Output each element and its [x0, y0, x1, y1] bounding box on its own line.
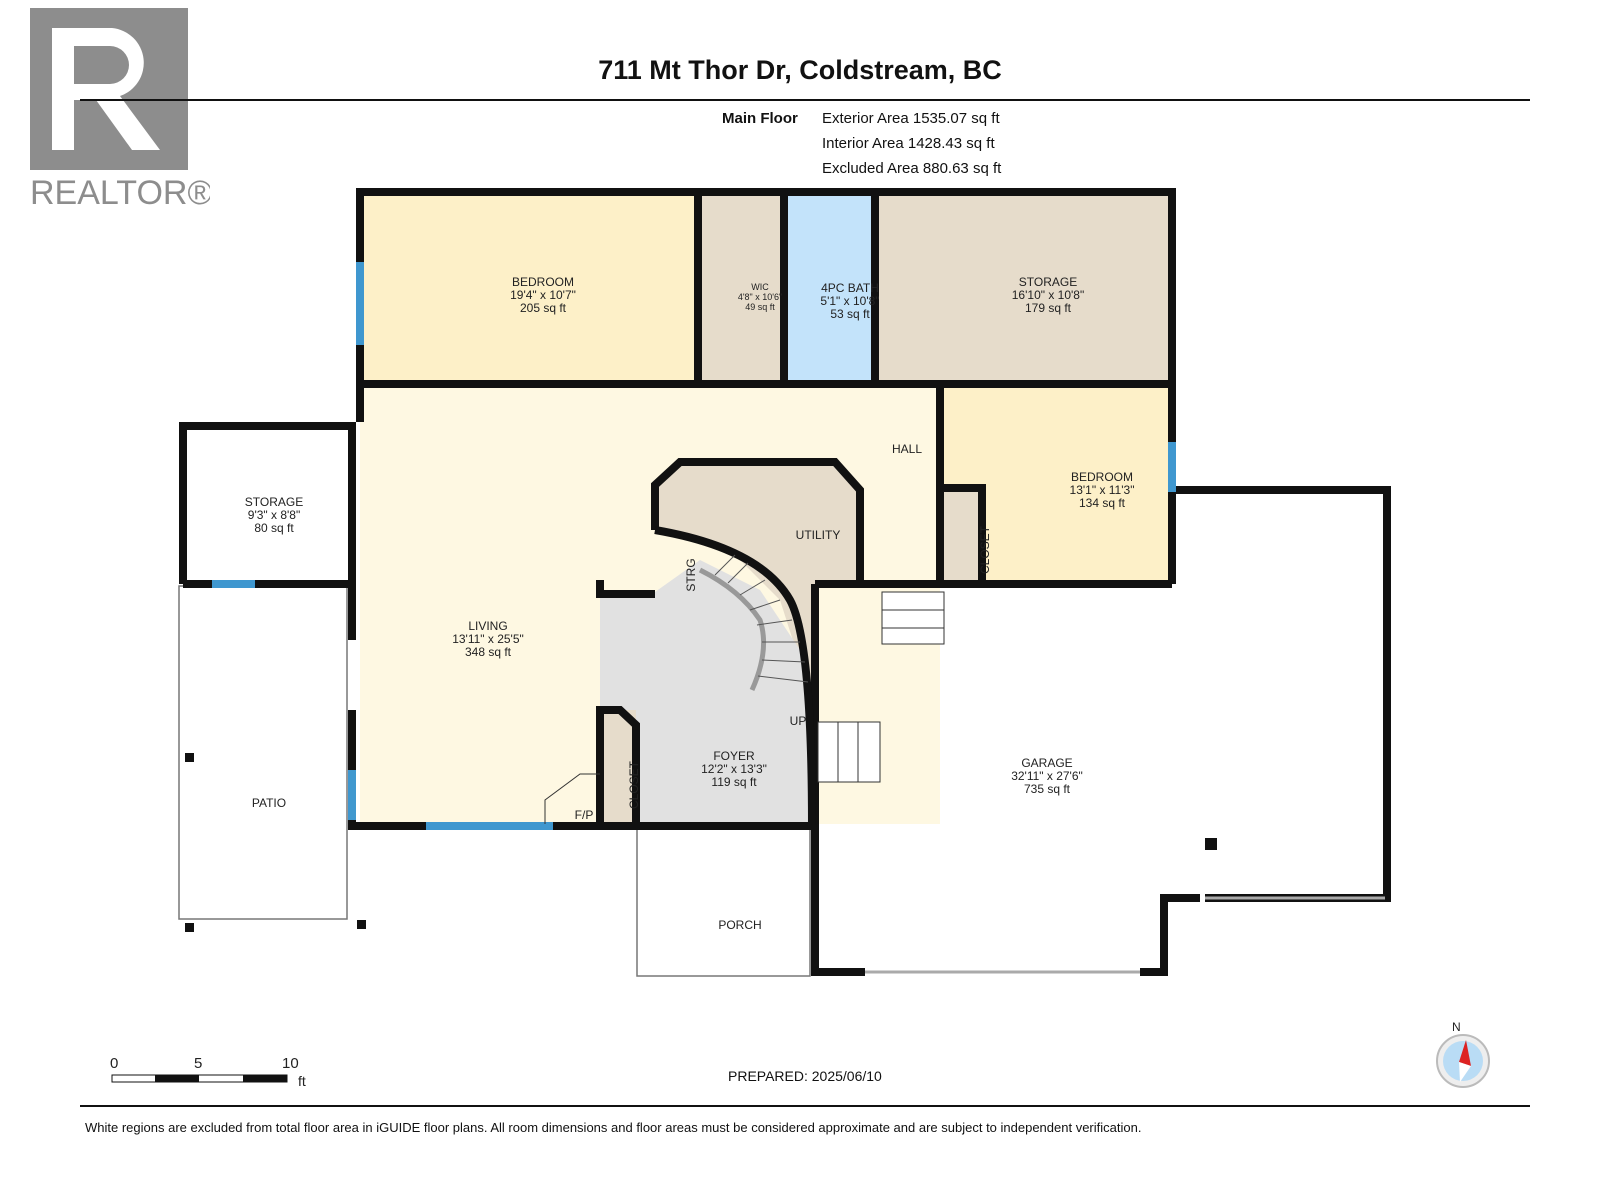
foyer-name: FOYER: [713, 749, 755, 763]
scale-tick-10: 10: [282, 1055, 299, 1072]
footer-divider: [80, 1105, 1530, 1107]
fp-name: F/P: [575, 808, 594, 822]
foyer-area: 119 sq ft: [711, 775, 757, 789]
foyer-fill: [600, 560, 812, 824]
patio-outline: [178, 585, 348, 920]
living-dims: 13'11" x 25'5": [452, 632, 524, 646]
bath-area: 53 sq ft: [830, 307, 870, 321]
prepared-date: PREPARED: 2025/06/10: [728, 1068, 882, 1084]
header-divider: [80, 99, 1530, 101]
closet1-fill: [944, 492, 980, 582]
wic-name: WIC: [751, 282, 769, 292]
storage1-fill: [878, 196, 1168, 382]
porch-outline: [636, 827, 811, 977]
strg-name: STRG: [684, 558, 698, 591]
storage1-dims: 16'10" x 10'8": [1012, 288, 1085, 302]
storage1-name: STORAGE: [1019, 275, 1077, 289]
porch-name: PORCH: [718, 918, 761, 932]
exterior-area: Exterior Area 1535.07 sq ft: [822, 110, 1000, 127]
living-name: LIVING: [468, 619, 507, 633]
scale-tick-0: 0: [110, 1055, 118, 1072]
utility-fill: [655, 462, 860, 700]
scale-tick-5: 5: [194, 1055, 202, 1072]
living-area: 348 sq ft: [465, 645, 512, 659]
bedroom1-dims: 19'4" x 10'7": [510, 288, 576, 302]
storage2-area: 80 sq ft: [254, 521, 294, 535]
steps: [817, 591, 945, 783]
scale-bar: 0 5 10 ft: [110, 1055, 306, 1089]
posts: [185, 753, 1217, 932]
wic-fill: [700, 196, 782, 382]
garage-area: 735 sq ft: [1024, 782, 1071, 796]
patio-name: PATIO: [252, 796, 286, 810]
closet2-name: CLOSET: [627, 760, 641, 809]
stairs-up-label: UP: [790, 714, 807, 728]
wic-area: 49 sq ft: [745, 302, 775, 312]
closet2-fill: [600, 710, 636, 824]
bedroom1-name: BEDROOM: [512, 275, 574, 289]
foyer-dims: 12'2" x 13'3": [701, 762, 767, 776]
windows: [212, 262, 1176, 830]
scale-unit: ft: [298, 1073, 306, 1089]
realtor-logo: REALTOR®: [30, 8, 213, 218]
storage1-area: 179 sq ft: [1025, 301, 1072, 315]
closet1-name: CLOSET: [978, 525, 992, 574]
storage2-dims: 9'3" x 8'8": [248, 508, 300, 522]
bedroom2-dims: 13'1" x 11'3": [1070, 483, 1135, 497]
disclaimer: White regions are excluded from total fl…: [85, 1120, 1142, 1135]
bedroom1-area: 205 sq ft: [520, 301, 567, 315]
garage-doors: [865, 896, 1385, 974]
compass-icon: N: [1436, 1020, 1490, 1088]
stair-rail: [698, 567, 767, 692]
bath-dims: 5'1" x 10'8": [820, 294, 879, 308]
utility-name: UTILITY: [796, 528, 841, 542]
page-title: 711 Mt Thor Dr, Coldstream, BC: [598, 55, 1002, 85]
bath-fill: [786, 196, 872, 382]
compass-north-label: N: [1452, 1020, 1461, 1034]
realtor-wordmark: REALTOR®: [30, 174, 210, 212]
wic-dims: 4'8" x 10'6": [738, 292, 782, 302]
stair-treads: [714, 554, 809, 683]
fireplace-outline: [544, 773, 600, 824]
garage-name: GARAGE: [1021, 756, 1072, 770]
bedroom2-area: 134 sq ft: [1079, 496, 1126, 510]
bedroom2-name: BEDROOM: [1071, 470, 1133, 484]
hall-name: HALL: [892, 442, 922, 456]
bath-name: 4PC BATH: [821, 281, 879, 295]
interior-area: Interior Area 1428.43 sq ft: [822, 135, 995, 152]
bedroom1-fill: [364, 196, 696, 382]
storage2-name: STORAGE: [245, 495, 303, 509]
excluded-area: Excluded Area 880.63 sq ft: [822, 160, 1002, 177]
floor-label: Main Floor: [722, 110, 798, 127]
garage-dims: 32'11" x 27'6": [1011, 769, 1083, 783]
